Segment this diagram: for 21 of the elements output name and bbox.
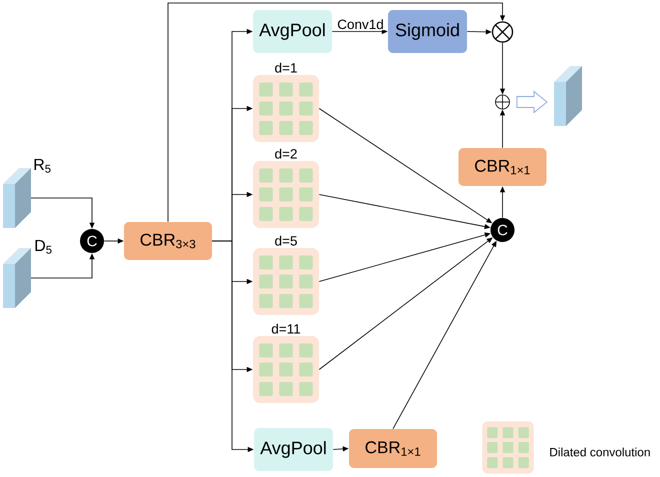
process-box: AvgPool: [253, 10, 332, 53]
process-box: AvgPool: [254, 428, 333, 471]
dilation-label: d=11: [272, 324, 300, 334]
edge-label: Conv1d: [336, 18, 385, 30]
dilation-label: d=2: [275, 148, 297, 159]
process-box: CBR$_{3×3}$: [124, 222, 212, 260]
feature-map-block: D$_{5}$: [3, 240, 52, 308]
node-label: R$_{5}$: [34, 158, 51, 173]
circled-plus-symbol: [495, 94, 510, 110]
node-label: D$_{5}$: [36, 240, 52, 254]
legend-label: Dilated convolution: [550, 448, 650, 456]
process-box: CBR$_{1×1}$: [458, 148, 546, 186]
block-arrow: [516, 90, 548, 114]
arrow: [168, 2, 506, 222]
circled-times-symbol: [492, 21, 514, 43]
feature-map-block: R$_{5}$: [3, 159, 51, 228]
dilation-label: d=1: [275, 62, 297, 73]
dilation-label: d=5: [275, 236, 297, 246]
process-box: Sigmoid: [388, 10, 467, 53]
feature-map-block: [554, 66, 582, 126]
process-box: CBR$_{1×1}$: [349, 429, 437, 468]
